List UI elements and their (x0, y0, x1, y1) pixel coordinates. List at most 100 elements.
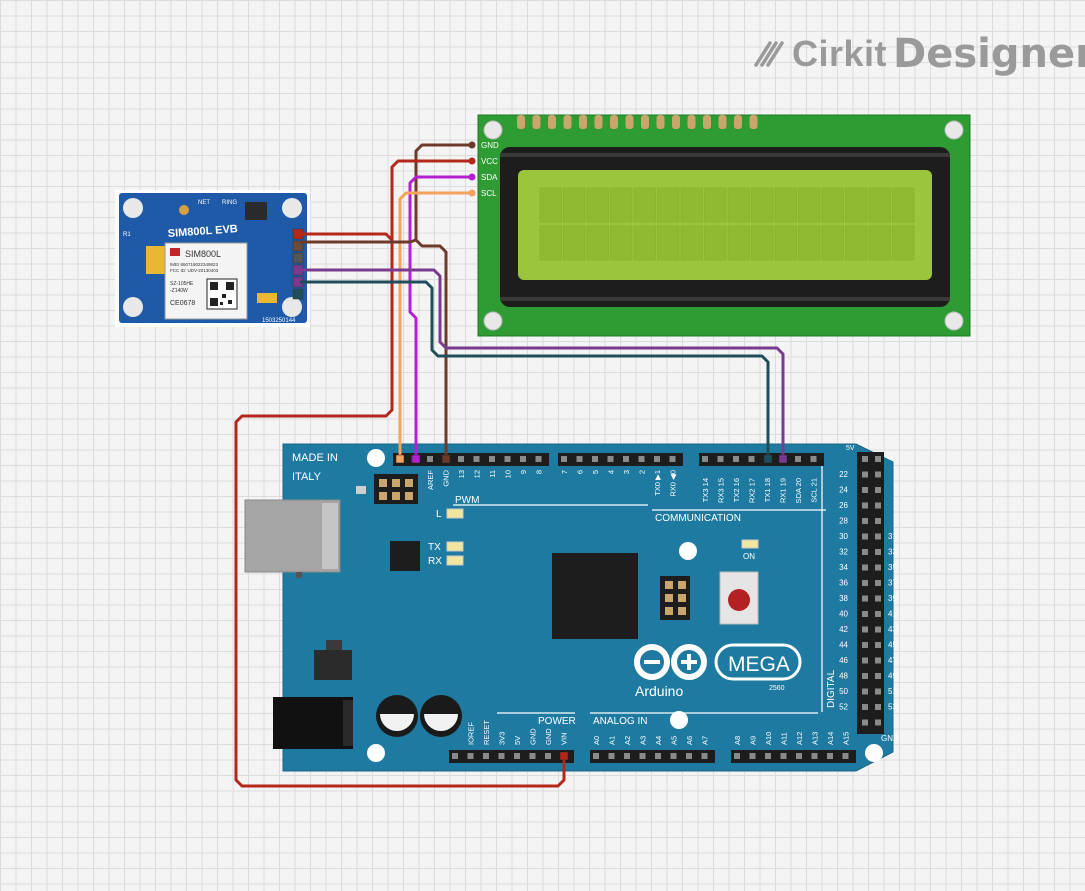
icsp-header-usb[interactable] (374, 474, 418, 504)
header-pin[interactable] (483, 753, 489, 759)
sim-pin[interactable] (292, 288, 304, 300)
wire-endpoint[interactable] (778, 454, 788, 464)
header-pin[interactable] (529, 753, 536, 759)
header-pin[interactable] (623, 456, 629, 462)
header-pin[interactable] (862, 611, 868, 617)
vcc-wire[interactable] (234, 159, 566, 788)
header-pin[interactable] (780, 753, 787, 759)
icsp-pin[interactable] (678, 581, 686, 589)
dc-jack[interactable] (273, 697, 353, 749)
header-pin[interactable] (669, 456, 676, 462)
arduino-mega[interactable]: MADE IN ITALY L (244, 443, 899, 772)
wires[interactable] (234, 143, 788, 788)
icsp-pin[interactable] (405, 479, 413, 487)
header-pin[interactable] (875, 719, 881, 726)
header-pin[interactable] (875, 704, 881, 710)
wire-endpoint[interactable] (763, 454, 773, 464)
icsp-pin[interactable] (678, 607, 686, 615)
header-pin[interactable] (655, 753, 661, 759)
header-pin[interactable] (427, 456, 433, 462)
header-pin[interactable] (862, 487, 868, 493)
header-pin[interactable] (875, 688, 881, 695)
icsp-pin[interactable] (392, 479, 400, 487)
header-pin[interactable] (875, 657, 881, 664)
reset-button-cap[interactable] (728, 589, 750, 611)
header-pin[interactable] (862, 704, 868, 710)
icsp-header[interactable] (660, 576, 690, 620)
icsp-pin[interactable] (678, 594, 686, 602)
icsp-pin[interactable] (379, 479, 387, 487)
header-pin[interactable] (670, 753, 677, 759)
header-pin[interactable] (749, 753, 756, 759)
header-pin[interactable] (875, 626, 881, 633)
header-pin[interactable] (875, 549, 881, 555)
header-pin[interactable] (607, 456, 614, 462)
wire-endpoint[interactable] (411, 454, 421, 464)
header-pin[interactable] (862, 518, 868, 524)
header-pin[interactable] (593, 753, 599, 759)
sim-header-pins[interactable] (292, 228, 304, 300)
sim800l-module[interactable]: SIM800L EVB NET RING R1 SIM800L IMEI 860… (115, 190, 310, 327)
header-pin[interactable] (842, 753, 849, 759)
header-pin[interactable] (702, 456, 708, 462)
icsp-pin[interactable] (665, 581, 673, 589)
scl-wire[interactable] (398, 191, 472, 459)
icsp-pin[interactable] (405, 492, 413, 500)
header-pin[interactable] (862, 642, 868, 648)
header-pin[interactable] (796, 753, 802, 759)
header-pin[interactable] (624, 753, 630, 759)
header-pin[interactable] (875, 487, 881, 493)
header-pin[interactable] (875, 673, 881, 679)
header-pin[interactable] (473, 456, 480, 462)
rx-wire[interactable] (300, 268, 785, 459)
header-pin[interactable] (875, 471, 881, 478)
sim-gnd-wire[interactable] (300, 238, 417, 244)
header-pin[interactable] (875, 518, 881, 524)
tx-wire[interactable] (300, 280, 770, 459)
arduino-headers[interactable] (393, 452, 884, 763)
header-pin[interactable] (875, 456, 881, 462)
header-pin[interactable] (875, 580, 881, 586)
wire-endpoint[interactable] (395, 454, 405, 464)
header-pin[interactable] (498, 753, 505, 759)
header-pin[interactable] (862, 502, 868, 509)
header-pin[interactable] (734, 753, 740, 759)
header-pin[interactable] (862, 564, 868, 571)
header-pin[interactable] (608, 753, 615, 759)
header-pin[interactable] (592, 456, 598, 462)
header-pin[interactable] (811, 753, 818, 759)
header-pin[interactable] (862, 688, 868, 695)
header-pin[interactable] (765, 753, 771, 759)
icsp-pin[interactable] (392, 492, 400, 500)
header-pin[interactable] (576, 456, 583, 462)
header-pin[interactable] (862, 673, 868, 679)
header-pin[interactable] (827, 753, 833, 759)
header-pin[interactable] (875, 564, 881, 571)
sim-pin[interactable] (292, 240, 304, 252)
header-pin[interactable] (458, 456, 464, 462)
header-pin[interactable] (452, 753, 458, 759)
header-pin[interactable] (875, 642, 881, 648)
header-pin[interactable] (862, 549, 868, 555)
header-pin[interactable] (795, 456, 801, 462)
header-pin[interactable] (862, 533, 868, 540)
wire-endpoint[interactable] (441, 454, 451, 464)
header-pin[interactable] (520, 456, 526, 462)
header-pin[interactable] (467, 753, 474, 759)
header-pin[interactable] (862, 595, 868, 602)
sda-wire[interactable] (408, 175, 472, 459)
header-pin[interactable] (862, 657, 868, 664)
header-pin[interactable] (489, 456, 495, 462)
icsp-pin[interactable] (665, 607, 673, 615)
header-pin[interactable] (686, 753, 692, 759)
header-pin[interactable] (504, 456, 511, 462)
header-pin[interactable] (639, 753, 646, 759)
header-pin[interactable] (862, 580, 868, 586)
header-pin[interactable] (701, 753, 708, 759)
header-pin[interactable] (875, 611, 881, 617)
header-pin[interactable] (875, 595, 881, 602)
header-pin[interactable] (514, 753, 520, 759)
header-pin[interactable] (810, 456, 817, 462)
